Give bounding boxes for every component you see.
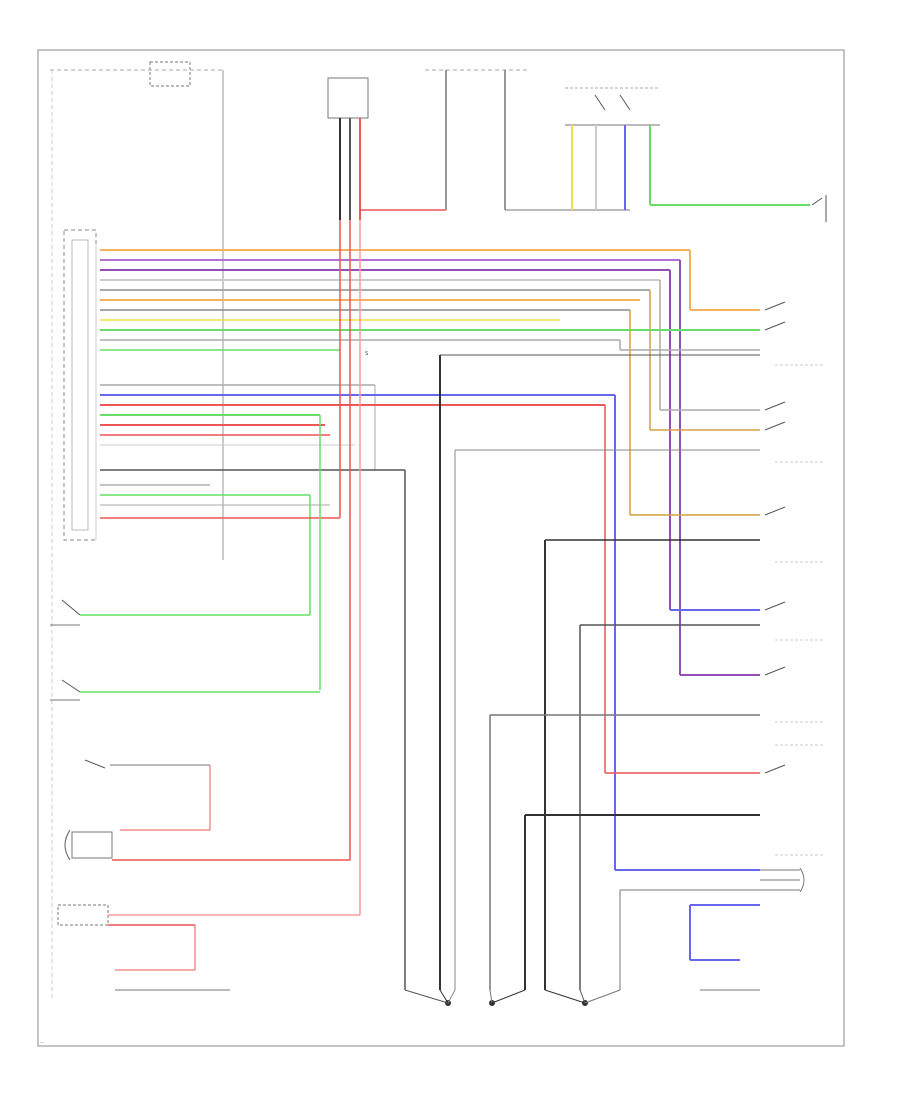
harness-wires-lower [100, 469, 406, 990]
horn-buzzer [64, 829, 350, 861]
fuse-block-center [360, 69, 630, 211]
trunk-release-switch [84, 759, 211, 831]
label-splice: S [365, 351, 368, 357]
left-door-switch [50, 599, 310, 626]
diagram-border [37, 49, 845, 1047]
right-side-switches [764, 301, 825, 856]
harness-wires-upper [100, 249, 760, 676]
data-link-connector [327, 77, 369, 220]
ground-runs [439, 354, 760, 990]
relay-switch-top [565, 87, 810, 210]
connector-lower-right [689, 867, 805, 991]
right-door-switch [50, 679, 320, 701]
fuse-block-left [50, 61, 225, 1000]
ground-points [404, 989, 621, 1006]
joint-connector [57, 904, 360, 991]
trunk-lid-switch [811, 195, 827, 222]
dlc-risers [319, 220, 361, 915]
control-module [63, 229, 97, 541]
harness-wires-middle [100, 384, 760, 871]
label-corner: ... [40, 1039, 45, 1045]
